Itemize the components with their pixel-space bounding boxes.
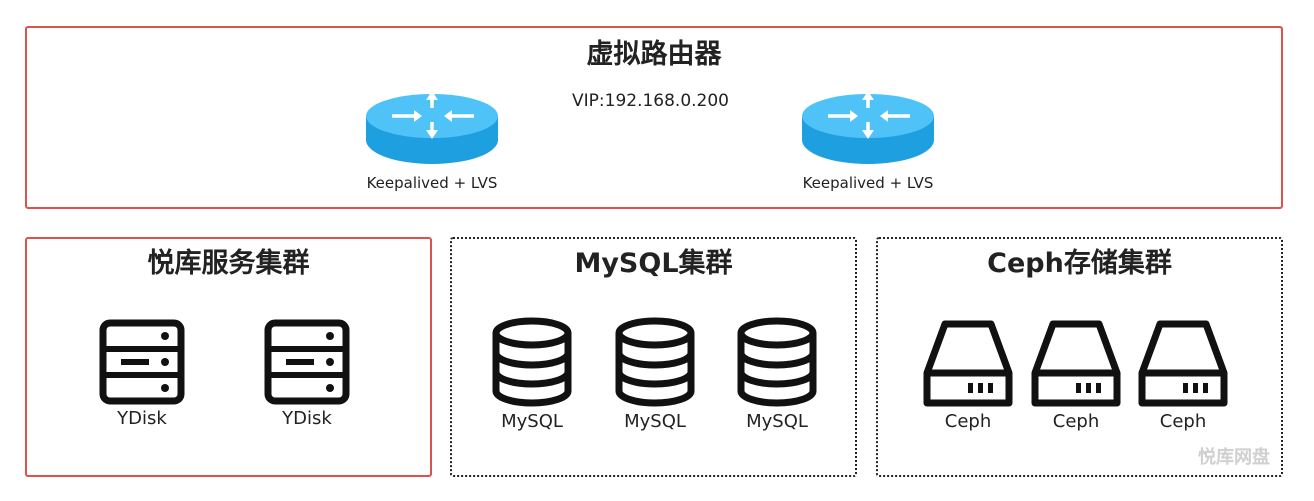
ceph-label: Ceph <box>1159 411 1207 432</box>
database-icon <box>732 317 822 407</box>
mysql-node-2: MySQL <box>610 317 700 432</box>
vip-address: VIP:192.168.0.200 <box>572 91 729 111</box>
ydisk-label: YDisk <box>282 408 332 429</box>
storage-drive-icon <box>1135 319 1231 409</box>
router-node-2: Keepalived + LVS <box>783 90 953 192</box>
router-label: Keepalived + LVS <box>802 174 934 192</box>
ceph-label: Ceph <box>944 411 992 432</box>
ydisk-cluster-panel: 悦库服务集群 YDisk <box>25 237 432 477</box>
mysql-node-3: MySQL <box>732 317 822 432</box>
database-icon <box>610 317 700 407</box>
ceph-cluster-panel: Ceph存储集群 Ceph <box>876 237 1283 477</box>
ceph-node-3: Ceph <box>1135 319 1231 432</box>
server-rack-icon <box>257 319 357 405</box>
router-icon <box>783 90 953 168</box>
ydisk-cluster-title: 悦库服务集群 <box>147 248 310 279</box>
mysql-cluster-panel: MySQL集群 MySQL <box>450 237 857 477</box>
ceph-node-1: Ceph <box>920 319 1016 432</box>
database-icon <box>487 317 577 407</box>
ceph-label: Ceph <box>1052 411 1100 432</box>
ceph-node-2: Ceph <box>1028 319 1124 432</box>
mysql-label: MySQL <box>746 411 808 432</box>
storage-drive-icon <box>1028 319 1124 409</box>
ydisk-node-2: YDisk <box>257 319 357 429</box>
ydisk-node-1: YDisk <box>92 319 192 429</box>
ceph-cluster-title: Ceph存储集群 <box>987 248 1172 279</box>
virtual-router-panel: 虚拟路由器 VIP:192.168.0.200 Keepalived + LVS <box>25 26 1283 209</box>
router-icon <box>347 90 517 168</box>
router-label: Keepalived + LVS <box>366 174 498 192</box>
mysql-label: MySQL <box>624 411 686 432</box>
mysql-label: MySQL <box>501 411 563 432</box>
ydisk-label: YDisk <box>117 408 167 429</box>
watermark: 悦库网盘 <box>1198 447 1270 468</box>
server-rack-icon <box>92 319 192 405</box>
virtual-router-title: 虚拟路由器 <box>586 39 722 70</box>
router-node-1: Keepalived + LVS <box>347 90 517 192</box>
mysql-node-1: MySQL <box>487 317 577 432</box>
mysql-cluster-title: MySQL集群 <box>574 248 733 279</box>
storage-drive-icon <box>920 319 1016 409</box>
